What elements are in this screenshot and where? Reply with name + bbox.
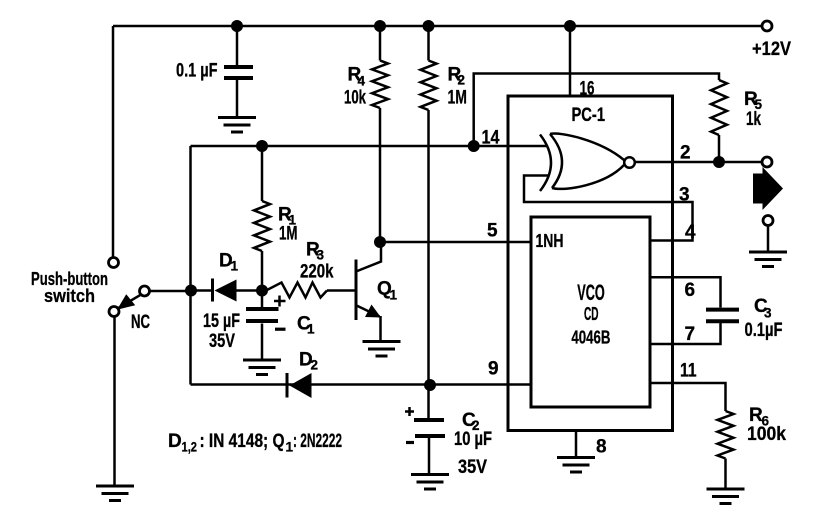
svg-text:R: R (306, 240, 320, 261)
svg-text:C: C (462, 410, 476, 431)
svg-text:3: 3 (764, 306, 772, 321)
svg-text:1NH: 1NH (536, 231, 564, 251)
svg-text:5: 5 (487, 221, 498, 242)
svg-text:C: C (754, 296, 768, 317)
svg-text:220k: 220k (300, 262, 334, 283)
svg-text:1M: 1M (448, 88, 468, 109)
svg-text:4046B: 4046B (571, 327, 610, 348)
svg-text:16: 16 (580, 79, 595, 100)
svg-text:3: 3 (679, 185, 690, 206)
svg-text:2: 2 (680, 143, 691, 164)
svg-text:1: 1 (289, 213, 297, 228)
svg-text:2: 2 (472, 418, 480, 433)
svg-text:CD: CD (584, 303, 599, 324)
svg-text:Q: Q (377, 279, 392, 300)
svg-text:10 µF: 10 µF (454, 429, 492, 450)
svg-text:35V: 35V (458, 457, 487, 478)
svg-text:3: 3 (317, 248, 325, 263)
svg-text:4: 4 (358, 74, 366, 89)
svg-text:4: 4 (685, 222, 696, 243)
svg-text:5: 5 (755, 97, 763, 112)
svg-text:9: 9 (488, 359, 499, 380)
svg-text:1: 1 (286, 440, 294, 455)
svg-text:C: C (297, 314, 311, 335)
svg-text:R: R (749, 405, 763, 426)
svg-text:0.1 µF: 0.1 µF (176, 61, 218, 82)
svg-text:R: R (278, 205, 292, 226)
svg-text:: 2N2222: : 2N2222 (293, 431, 342, 452)
svg-text:0.1µF: 0.1µF (745, 320, 783, 341)
svg-text:2: 2 (311, 358, 319, 373)
svg-text:D: D (299, 350, 313, 371)
svg-text:35V: 35V (209, 331, 235, 352)
svg-text:PC-1: PC-1 (572, 105, 606, 126)
svg-text:R: R (348, 65, 362, 86)
svg-text:VCO: VCO (577, 280, 605, 305)
svg-text:10k: 10k (344, 88, 366, 109)
svg-text:7: 7 (685, 324, 696, 345)
svg-text:1,2: 1,2 (182, 440, 198, 455)
svg-text:14: 14 (482, 128, 500, 149)
svg-text:6: 6 (762, 414, 770, 429)
svg-text:1: 1 (231, 259, 239, 274)
svg-text:8: 8 (596, 437, 607, 458)
svg-text:D: D (219, 251, 233, 272)
svg-text:switch: switch (44, 286, 95, 306)
svg-text:NC: NC (131, 312, 150, 333)
svg-text:D: D (168, 431, 182, 452)
svg-text:15 µF: 15 µF (203, 311, 240, 332)
svg-text:R: R (744, 89, 758, 110)
svg-text:1M: 1M (279, 224, 298, 245)
svg-text:100k: 100k (747, 424, 786, 445)
svg-text:1: 1 (307, 322, 315, 337)
svg-text:11: 11 (680, 361, 697, 382)
svg-text:+12V: +12V (752, 39, 791, 60)
svg-text:: IN 4148; Q: : IN 4148; Q (200, 431, 285, 452)
svg-text:2: 2 (458, 73, 466, 88)
svg-text:1: 1 (390, 288, 398, 303)
svg-text:6: 6 (685, 280, 696, 301)
svg-text:Push-button: Push-button (31, 269, 108, 289)
svg-text:1k: 1k (746, 109, 761, 130)
svg-text:R: R (448, 65, 462, 86)
